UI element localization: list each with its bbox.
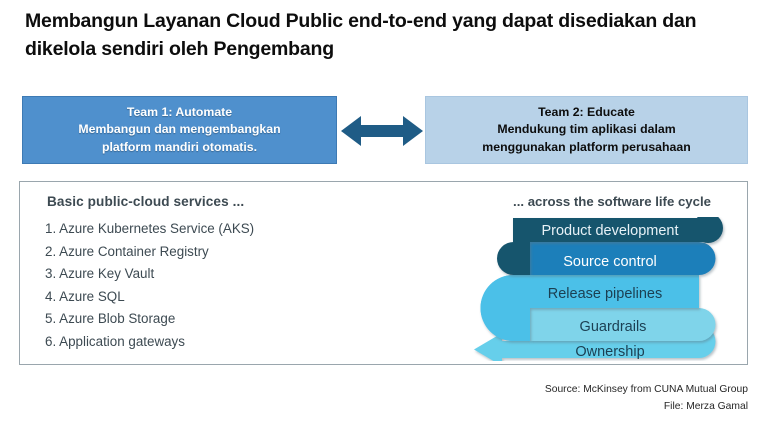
team-1-line-3: platform mandiri otomatis. xyxy=(101,139,258,154)
lifecycle-stage-3-label: Release pipelines xyxy=(548,286,662,302)
services-list: 1. Azure Kubernetes Service (AKS) 2. Azu… xyxy=(45,222,375,357)
lifecycle-stage-5-label: Ownership xyxy=(575,344,644,360)
lifecycle-stage-4-label: Guardrails xyxy=(580,319,647,335)
lifecycle-stage-source-control xyxy=(530,242,716,275)
team-2-box: Team 2: Educate Mendukung tim aplikasi d… xyxy=(425,96,748,164)
list-item: 5. Azure Blob Storage xyxy=(45,311,176,326)
list-item: 3. Azure Key Vault xyxy=(45,266,155,281)
double-headed-arrow-icon xyxy=(341,116,423,146)
lifecycle-stage-product-development xyxy=(497,217,723,275)
list-item: 1. Azure Kubernetes Service (AKS) xyxy=(45,221,255,236)
software-lifecycle-serpentine-diagram: Product development Source control Relea… xyxy=(474,217,723,361)
lifecycle-stage-ownership xyxy=(474,325,716,361)
list-item: 2. Azure Container Registry xyxy=(45,243,209,259)
lifecycle-stage-guardrails xyxy=(530,308,716,341)
list-item: 4. Azure SQL xyxy=(45,288,125,304)
lifecycle-heading: ... across the software life cycle xyxy=(513,194,711,209)
team-1-box: Team 1: Automate Membangun dan mengemban… xyxy=(22,96,337,164)
list-item: 6. Application gateways xyxy=(45,333,185,349)
footer-source: Source: McKinsey from CUNA Mutual Group xyxy=(544,384,748,395)
team-2-line-3: menggunakan platform perusahaan xyxy=(482,139,691,154)
lifecycle-stage-release-pipelines xyxy=(480,275,699,341)
lifecycle-stage-2-label: Source control xyxy=(563,254,657,270)
services-heading: Basic public-cloud services ... xyxy=(47,194,245,209)
page-title: Membangun Layanan Cloud Public end-to-en… xyxy=(25,8,750,63)
page-title-line-1: Membangun Layanan Cloud Public end-to-en… xyxy=(25,10,658,32)
lifecycle-stage-1-label: Product development xyxy=(541,223,678,239)
team-2-heading: Team 2: Educate xyxy=(538,104,635,119)
footer-file: File: Merza Gamal xyxy=(663,400,748,412)
team-1-heading: Team 1: Automate xyxy=(126,104,233,119)
page-title-line-2: dan dikelola sendiri oleh Pengembang xyxy=(25,10,697,60)
team-1-line-2: Membangun dan mengembangkan xyxy=(78,122,281,137)
footer-credit: Source: McKinsey from CUNA Mutual Group … xyxy=(545,382,748,416)
team-2-line-2: Mendukung tim aplikasi dalam xyxy=(497,122,676,137)
